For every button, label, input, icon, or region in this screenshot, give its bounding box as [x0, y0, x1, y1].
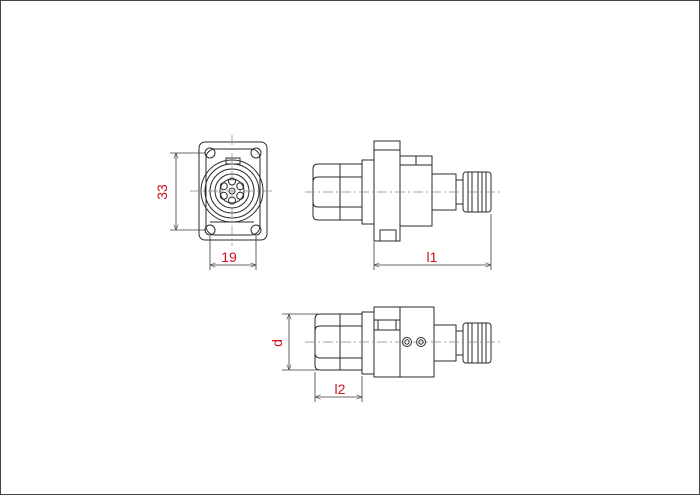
dim-l2-label: l2 — [335, 381, 346, 397]
side-body — [399, 155, 433, 227]
top-dimension-lines — [282, 313, 363, 402]
front-body — [205, 148, 261, 236]
dim-l1-label: l1 — [427, 249, 438, 265]
dim-height-label: 33 — [154, 184, 170, 200]
front-dimension-lines — [170, 152, 257, 270]
side-view — [312, 140, 492, 242]
collet-seg — [219, 182, 228, 191]
collet-seg — [219, 191, 228, 200]
side-shank — [312, 163, 363, 221]
front-centerlines — [190, 135, 274, 246]
side-flange — [373, 140, 401, 242]
mount-hole-tl — [204, 147, 216, 159]
dim-d-label: d — [269, 339, 285, 347]
top-collet-nut — [462, 322, 492, 364]
collet-seg — [236, 182, 245, 191]
top-spindle — [433, 324, 457, 362]
collet-seg — [236, 191, 245, 200]
top-shank — [314, 313, 363, 371]
top-neck — [361, 311, 375, 375]
mount-hole-tr — [250, 147, 262, 159]
side-dimension-lines — [373, 214, 492, 270]
dim-width-label: 19 — [221, 249, 237, 265]
mount-hole-br — [250, 224, 262, 236]
